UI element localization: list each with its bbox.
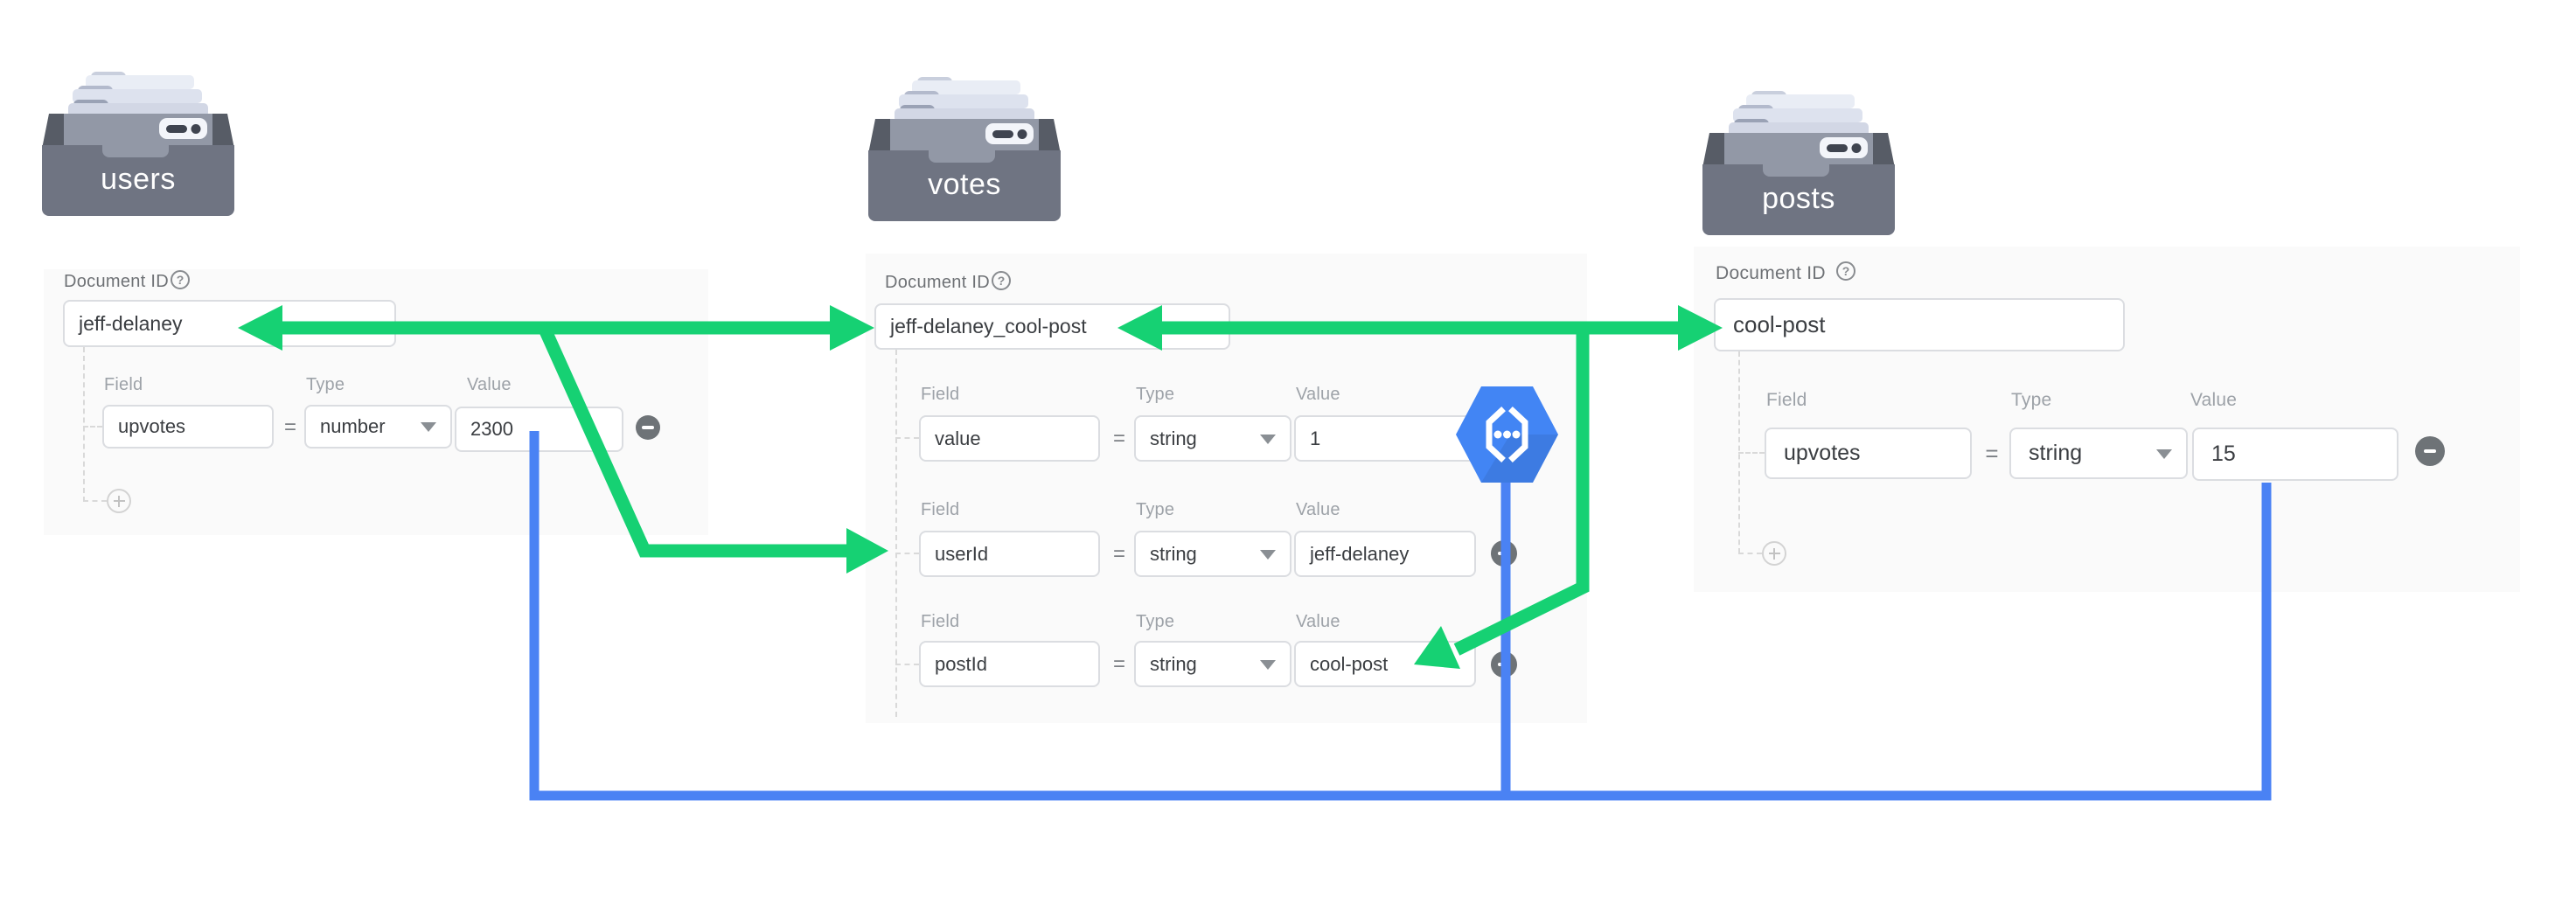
value-column-label: Value [1296, 385, 1340, 404]
votes-field-name-input[interactable]: value [919, 415, 1100, 462]
posts-collection-label: posts [1762, 182, 1835, 215]
votes-field-value-input[interactable]: jeff-delaney [1294, 531, 1476, 577]
users-document-id-label: Document ID [64, 272, 170, 291]
tree-line [83, 347, 85, 502]
posts-document-panel: Document ID ? cool-post Field Type Value… [1694, 247, 2520, 592]
value-column-label: Value [467, 375, 512, 394]
posts-field-value-input[interactable]: 15 [2192, 428, 2398, 481]
type-column-label: Type [1136, 612, 1175, 631]
caret-down-icon [1260, 549, 1276, 560]
help-icon[interactable]: ? [1836, 261, 1855, 281]
type-column-label: Type [306, 375, 345, 394]
votes-field-value-input[interactable]: 1 [1294, 415, 1476, 462]
card-file-drawer-icon [1702, 91, 1895, 235]
caret-down-icon [1260, 434, 1276, 444]
plus-circle-icon[interactable] [107, 489, 131, 513]
card-file-drawer-icon [42, 72, 234, 216]
tree-line [895, 553, 919, 554]
equals-sign: = [1112, 542, 1126, 566]
users-document-id-input[interactable]: jeff-delaney [63, 300, 396, 347]
votes-field-type-value: string [1150, 652, 1197, 675]
votes-document-panel: Document ID ? jeff-delaney_cool-post Fie… [866, 254, 1587, 723]
minus-circle-icon[interactable] [2415, 436, 2445, 466]
type-column-label: Type [1136, 385, 1175, 404]
value-column-label: Value [2190, 390, 2238, 410]
tree-line [895, 437, 919, 439]
tree-line [895, 350, 897, 717]
users-field-type-value: number [320, 415, 386, 437]
caret-down-icon [2156, 449, 2172, 459]
type-column-label: Type [2011, 390, 2052, 410]
minus-circle-icon[interactable] [636, 415, 660, 440]
tree-line [1738, 452, 1765, 454]
votes-field-type-dropdown[interactable]: string [1134, 531, 1291, 577]
equals-sign: = [1112, 652, 1126, 676]
users-field-type-dropdown[interactable]: number [304, 405, 452, 449]
votes-field-type-value: string [1150, 427, 1197, 449]
votes-document-id-label: Document ID [885, 273, 991, 292]
card-file-drawer-icon [868, 77, 1061, 221]
field-column-label: Field [921, 612, 960, 631]
field-column-label: Field [921, 385, 960, 404]
minus-circle-icon[interactable] [1491, 540, 1517, 567]
votes-field-value-input[interactable]: cool-post [1294, 641, 1476, 687]
votes-field-type-value: string [1150, 542, 1197, 565]
field-column-label: Field [921, 500, 960, 519]
posts-document-id-input[interactable]: cool-post [1714, 298, 2125, 351]
votes-field-name-input[interactable]: postId [919, 641, 1100, 687]
posts-field-type-value: string [2029, 441, 2083, 465]
field-column-label: Field [1766, 390, 1807, 410]
votes-collection-label: votes [928, 168, 1001, 201]
votes-document-id-input[interactable]: jeff-delaney_cool-post [874, 303, 1230, 350]
field-column-label: Field [104, 375, 143, 394]
tree-line [1738, 553, 1762, 554]
votes-field-type-dropdown[interactable]: string [1134, 641, 1291, 687]
users-field-name-input[interactable]: upvotes [102, 405, 274, 449]
plus-circle-icon[interactable] [1762, 541, 1786, 566]
help-icon[interactable]: ? [992, 271, 1011, 290]
posts-field-type-dropdown[interactable]: string [2009, 428, 2188, 479]
equals-sign: = [1112, 427, 1126, 450]
votes-field-name-input[interactable]: userId [919, 531, 1100, 577]
tree-line [895, 664, 919, 665]
tree-line [83, 426, 102, 428]
value-column-label: Value [1296, 612, 1340, 631]
posts-collection-icon: posts [1702, 91, 1895, 240]
votes-field-type-dropdown[interactable]: string [1134, 415, 1291, 462]
equals-sign: = [1985, 440, 1999, 467]
posts-field-name-input[interactable]: upvotes [1765, 428, 1972, 479]
caret-down-icon [421, 422, 436, 432]
caret-down-icon [1260, 659, 1276, 670]
users-collection-label: users [101, 163, 176, 196]
votes-collection-icon: votes [868, 77, 1061, 226]
cloud-functions-icon [1456, 386, 1558, 483]
tree-line [83, 500, 107, 502]
value-column-label: Value [1296, 500, 1340, 519]
posts-document-id-label: Document ID [1716, 263, 1826, 283]
users-document-panel: Document ID ? jeff-delaney Field Type Va… [44, 269, 708, 535]
users-field-value-input[interactable]: 2300 [455, 407, 623, 452]
type-column-label: Type [1136, 500, 1175, 519]
help-icon[interactable]: ? [171, 270, 190, 289]
users-collection-icon: users [42, 72, 234, 220]
equals-sign: = [283, 415, 297, 439]
minus-circle-icon[interactable] [1491, 651, 1517, 678]
